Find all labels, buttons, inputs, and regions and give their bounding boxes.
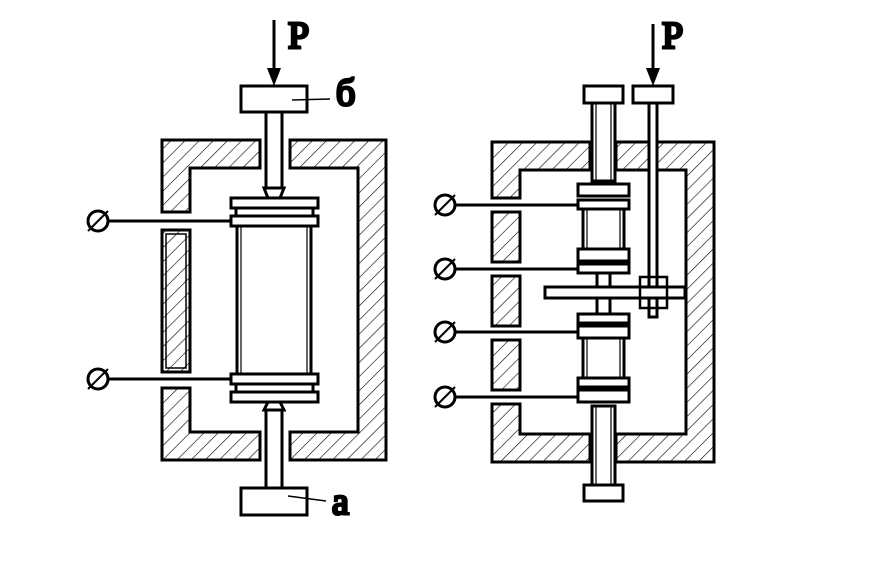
left-crystal bbox=[235, 224, 313, 376]
right-lever-plate bbox=[543, 285, 687, 300]
right-pusher-cap bbox=[631, 84, 675, 105]
right-housing-right bbox=[614, 140, 716, 464]
left-force-label: P bbox=[288, 15, 309, 57]
right-housing-block-2 bbox=[490, 274, 522, 328]
right-housing-block-3 bbox=[490, 338, 522, 392]
left-device: P б а bbox=[86, 14, 388, 525]
label-b: б bbox=[336, 72, 355, 114]
left-top-cap bbox=[239, 84, 309, 114]
right-force-arrow bbox=[646, 24, 660, 86]
right-top-cap bbox=[582, 84, 625, 105]
left-bottom-cap bbox=[239, 486, 309, 517]
right-crystal-lower bbox=[581, 336, 626, 380]
right-crystal-upper bbox=[581, 207, 626, 251]
right-bottom-cap bbox=[582, 483, 625, 503]
right-pusher-rod bbox=[647, 101, 659, 319]
left-bottom-rod-tip bbox=[261, 400, 287, 412]
right-terminal-2 bbox=[433, 257, 578, 281]
right-force-label: P bbox=[662, 15, 683, 57]
right-plate-4 bbox=[576, 376, 631, 389]
label-a: а bbox=[332, 481, 349, 523]
left-top-rod bbox=[264, 110, 284, 190]
right-plate-1 bbox=[576, 182, 631, 198]
leader-a bbox=[287, 495, 327, 502]
right-terminal-4 bbox=[433, 385, 578, 409]
right-housing-top-left bbox=[490, 140, 592, 200]
right-terminal-1 bbox=[433, 193, 578, 217]
left-bottom-rod bbox=[264, 408, 284, 490]
right-lever-clamp bbox=[638, 275, 669, 310]
leader-b bbox=[291, 98, 331, 101]
right-plate-3 bbox=[576, 312, 631, 325]
left-housing-right bbox=[288, 138, 388, 462]
right-housing-block-1 bbox=[490, 210, 522, 264]
right-terminal-3 bbox=[433, 320, 578, 344]
left-force-arrow bbox=[267, 20, 281, 86]
right-device: P bbox=[433, 14, 716, 503]
left-housing-bottom-left bbox=[160, 386, 262, 462]
right-top-rod bbox=[590, 101, 617, 183]
left-terminal-upper bbox=[86, 209, 231, 233]
right-plate-2 bbox=[576, 247, 631, 263]
right-housing-bottom-left bbox=[490, 402, 592, 464]
left-housing-top-left bbox=[160, 138, 262, 214]
left-terminal-lower bbox=[86, 367, 231, 391]
